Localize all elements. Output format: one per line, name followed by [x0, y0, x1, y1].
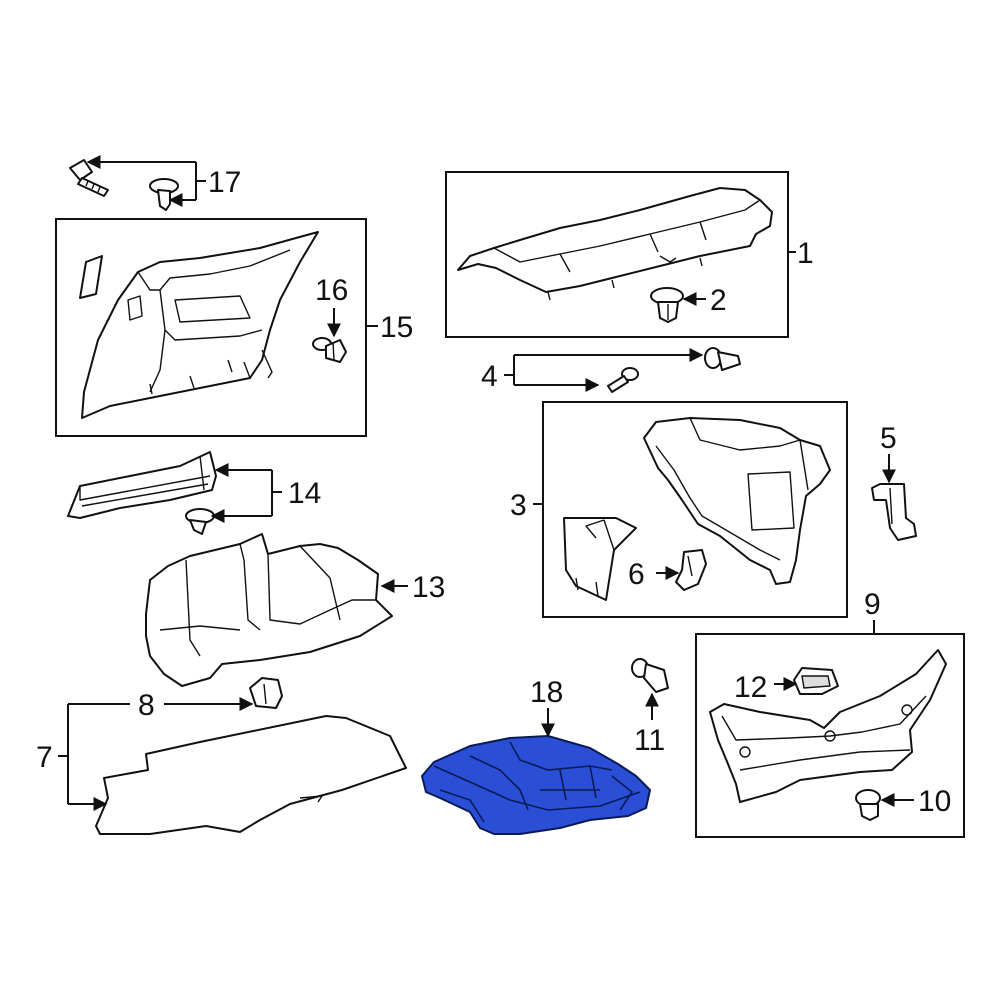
callout-4: 4 [481, 360, 498, 393]
clip-part-17[interactable] [149, 178, 179, 211]
callout-1: 1 [797, 237, 814, 270]
clip-part-4-upper[interactable] [704, 347, 741, 371]
clip-part-8[interactable] [249, 677, 283, 709]
callout-17: 17 [208, 166, 241, 199]
quarter-trim-panel-part-15[interactable] [81, 231, 319, 419]
trunk-mat-part-7[interactable] [95, 715, 407, 835]
push-clip-part-16[interactable] [312, 337, 347, 363]
handle-cover-part-12[interactable] [793, 667, 839, 695]
callout-13: 13 [412, 571, 445, 604]
group-box-15 [55, 218, 367, 437]
group-box-1 [445, 171, 789, 338]
callout-5: 5 [880, 422, 897, 455]
back-door-trim-part-9[interactable] [709, 649, 947, 803]
callout-2: 2 [710, 284, 727, 317]
callout-16: 16 [315, 274, 348, 307]
group-box-3 [542, 401, 848, 618]
clip-part-10[interactable] [855, 789, 881, 821]
callout-labels: 17 16 15 1 2 4 3 5 6 14 13 8 7 18 11 9 1… [36, 166, 951, 818]
callout-9: 9 [864, 588, 881, 621]
bracket-part-3[interactable] [563, 517, 637, 601]
clip-part-11[interactable] [631, 658, 669, 693]
callout-11: 11 [634, 724, 665, 757]
clip-part-6[interactable] [675, 549, 707, 591]
callout-3: 3 [510, 489, 527, 522]
leader-lines [58, 155, 914, 811]
package-tray-trim-part-1[interactable] [457, 187, 773, 301]
bracket-part-5[interactable] [871, 483, 917, 541]
sill-trim-part-14[interactable] [67, 451, 217, 519]
clip-part-14[interactable] [185, 508, 215, 535]
trunk-side-trim-part-13[interactable] [145, 533, 393, 687]
clip-part-4-lower[interactable] [607, 367, 639, 393]
callout-10: 10 [918, 785, 951, 818]
callout-12: 12 [734, 671, 767, 704]
side-trim-panel-part-3[interactable] [643, 417, 831, 585]
clip-part-2[interactable] [650, 287, 684, 323]
trim-clip-part-15[interactable] [79, 255, 103, 299]
group-box-9 [695, 633, 965, 838]
callout-14: 14 [288, 477, 321, 510]
callout-7: 7 [36, 741, 53, 774]
callout-18: 18 [530, 676, 563, 709]
spare-tire-cover-part-18[interactable] [421, 735, 651, 835]
callout-15: 15 [380, 311, 413, 344]
callout-8: 8 [138, 689, 155, 722]
callout-6: 6 [628, 558, 645, 591]
bolt-part-17[interactable] [69, 159, 109, 197]
